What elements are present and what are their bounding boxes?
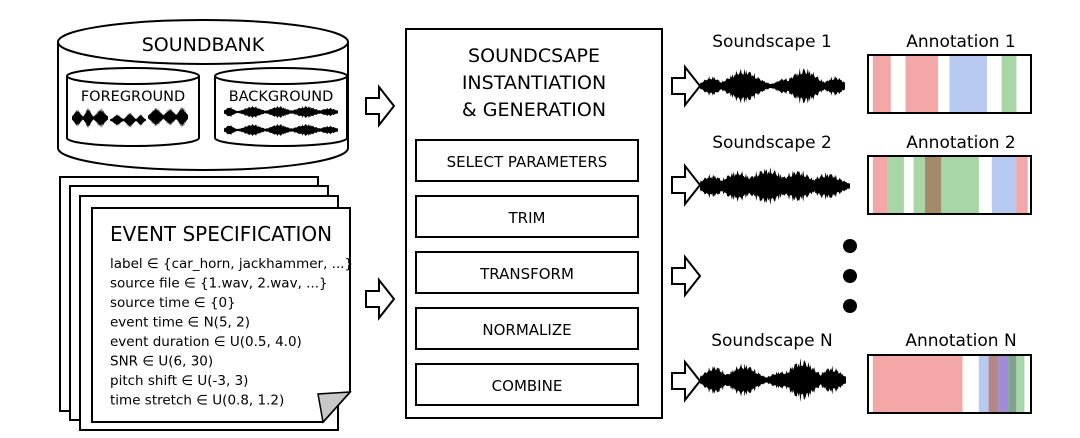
annotation-1-bar (867, 54, 1032, 114)
arrow-to-soundscape-n (671, 359, 702, 403)
process-title-line-3: & GENERATION (462, 99, 606, 121)
annotation-segment (998, 355, 1009, 413)
soundscape-2-waveform (700, 167, 850, 205)
page-curl-icon (317, 391, 352, 424)
foreground-waveform-icon (72, 105, 188, 129)
annotation-segment (925, 156, 942, 214)
annotation-segment (872, 355, 963, 413)
ellipsis-dot-3 (843, 299, 857, 313)
event-spec-line: SNR ∈ U(6, 30) (110, 354, 213, 370)
background-label: BACKGROUND (229, 89, 334, 105)
step-select-parameters-label: SELECT PARAMETERS (447, 153, 608, 171)
step-trim (415, 195, 639, 238)
step-combine (415, 363, 639, 406)
annotation-segment (872, 55, 891, 113)
annotation-2-bar (867, 155, 1032, 215)
process-box: SOUNDCSAPE INSTANTIATION & GENERATION SE… (405, 28, 663, 419)
annotation-segment (991, 156, 1017, 214)
outputs: Soundscape 1 Annotation 1 Soundscape 2 A… (700, 32, 1032, 414)
annotation-bars (867, 54, 1032, 414)
process-title-line-2: INSTANTIATION (462, 72, 606, 94)
annotation-frame (867, 54, 1032, 114)
soundscape-n-label: Soundscape N (711, 331, 833, 351)
event-spec-line: pitch shift ∈ U(-3, 3) (110, 373, 248, 389)
event-specification: EVENT SPECIFICATION label ∈ {car_horn, j… (59, 176, 353, 431)
soundscape-1-label: Soundscape 1 (712, 32, 832, 52)
annotation-n-label: Annotation N (905, 331, 1016, 351)
background-waveform-icon (224, 105, 338, 137)
event-spec-line: event time ∈ N(5, 2) (110, 315, 250, 331)
annotation-frame (867, 354, 1032, 414)
annotation-segment (1008, 355, 1017, 413)
annotation-segment (1016, 156, 1028, 214)
step-normalize (415, 307, 639, 350)
fg-wave-3 (148, 105, 188, 129)
annotation-segment (887, 156, 904, 214)
process-title-line-1: SOUNDCSAPE (468, 45, 600, 67)
event-spec-title: EVENT SPECIFICATION (110, 222, 332, 246)
foreground-label: FOREGROUND (81, 89, 185, 105)
annotation-segment (913, 156, 925, 214)
arrow-soundbank-to-process (365, 84, 396, 128)
arrow-to-soundscape-2 (671, 163, 702, 207)
soundscape-waveforms (700, 68, 850, 403)
annotation-3-bar (867, 354, 1032, 414)
foreground-cylinder (66, 76, 200, 147)
annotation-segment (1001, 55, 1017, 113)
event-spec-line: source time ∈ {0} (110, 295, 236, 311)
arrow-spec-to-process (365, 277, 396, 321)
ellipsis-dot-1 (843, 239, 857, 253)
soundscape-2-label: Soundscape 2 (712, 133, 832, 153)
arrows (365, 64, 702, 403)
soundbank: SOUNDBANK FOREGROUND BACKGROUND (57, 19, 349, 171)
annotation-1-label: Annotation 1 (906, 32, 1015, 52)
annotation-2-label: Annotation 2 (906, 133, 1015, 153)
arrow-to-soundscape-more (671, 254, 702, 298)
bg-wave-1 (224, 105, 338, 119)
soundscape-1-waveform (700, 68, 845, 104)
bg-wave-2 (224, 123, 338, 137)
annotation-segment (872, 156, 888, 214)
ellipsis-dot-2 (843, 269, 857, 283)
event-spec-lines: label ∈ {car_horn, jackhammer, ...} sourc… (110, 256, 353, 409)
step-normalize-label: NORMALIZE (482, 321, 571, 339)
soundbank-title: SOUNDBANK (142, 34, 265, 56)
annotation-segment (949, 55, 987, 113)
event-spec-line: source file ∈ {1.wav, 2.wav, ...} (110, 276, 328, 292)
step-trim-label: TRIM (508, 209, 546, 227)
fg-wave-2 (110, 112, 146, 128)
annotation-segment (1016, 355, 1025, 413)
annotation-segment (978, 355, 989, 413)
event-spec-line: time stretch ∈ U(0.8, 1.2) (110, 393, 284, 409)
soundscape-n-waveform (700, 357, 846, 403)
event-spec-line: event duration ∈ U(0.5, 4.0) (110, 334, 302, 350)
annotation-frame (867, 155, 1032, 215)
step-transform-label: TRANSFORM (479, 265, 574, 283)
arrow-to-soundscape-1 (671, 64, 702, 108)
step-combine-label: COMBINE (492, 377, 563, 395)
step-transform (415, 251, 639, 294)
fg-wave-1 (72, 107, 108, 129)
soundbank-cylinder-top (57, 19, 349, 65)
annotation-segment (905, 55, 939, 113)
annotation-segment (988, 355, 999, 413)
event-spec-line: label ∈ {car_horn, jackhammer, ...} (110, 256, 353, 272)
annotation-segment (941, 156, 979, 214)
step-select-parameters (415, 139, 639, 182)
